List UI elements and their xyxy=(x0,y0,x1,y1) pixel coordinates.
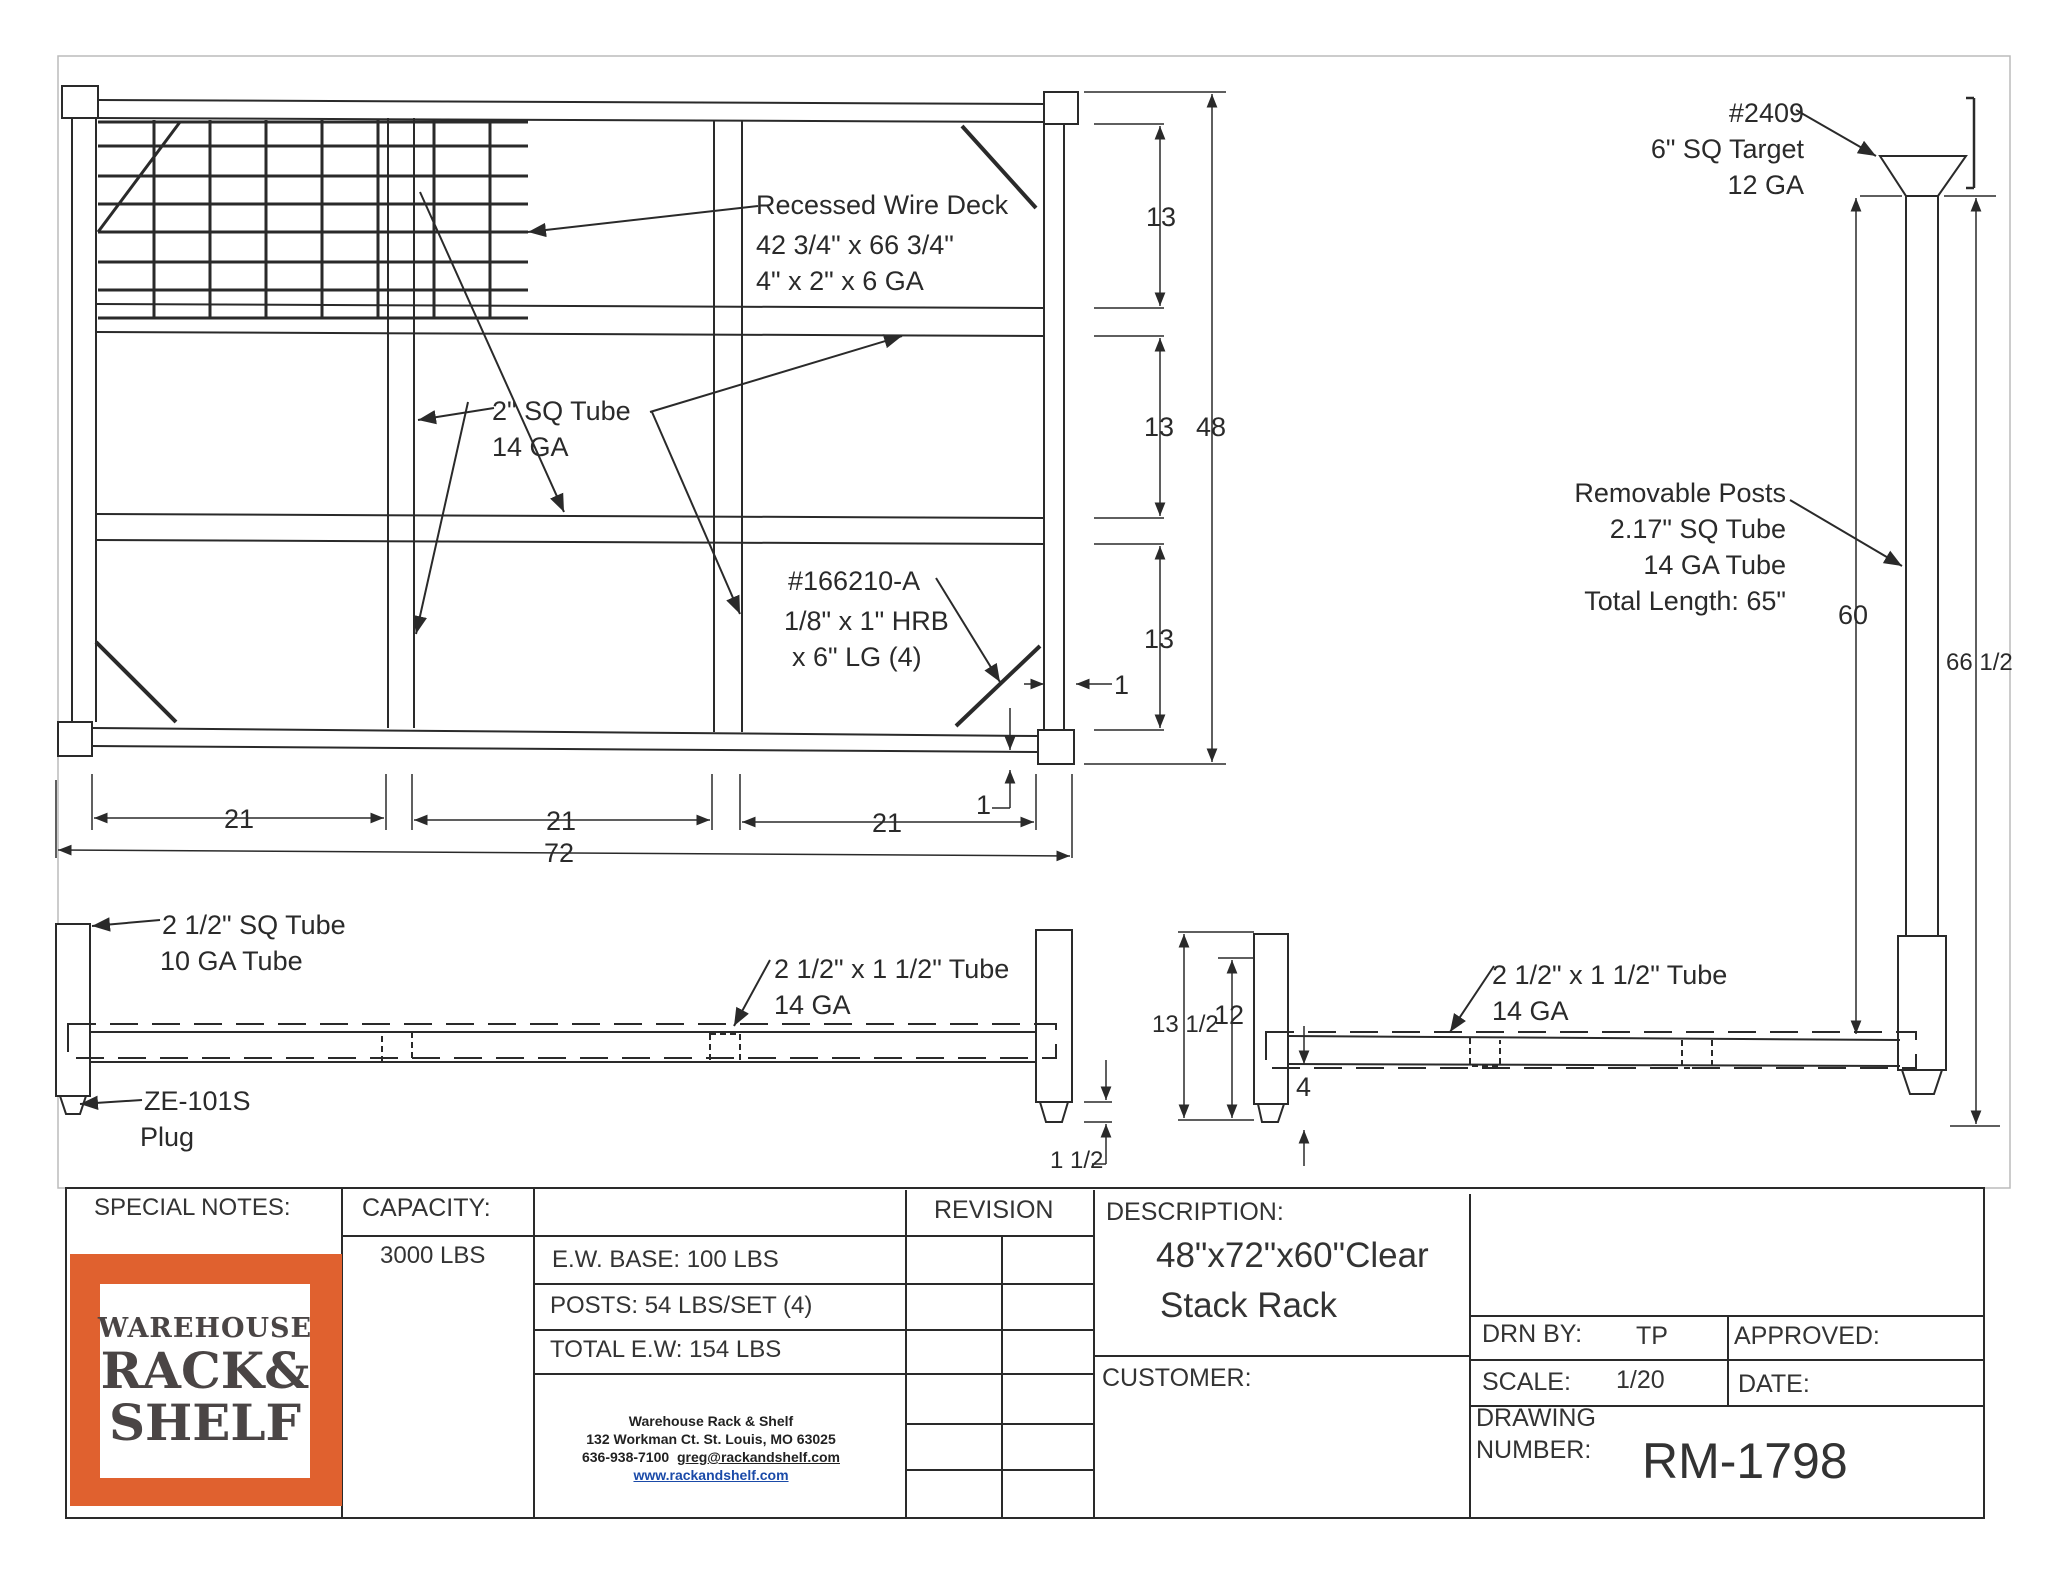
logo-line-1: WAREHOUSE xyxy=(97,1312,313,1344)
hrb-length: x 6" LG (4) xyxy=(792,642,922,672)
base-front-view xyxy=(55,917,1112,1165)
base-side-view xyxy=(1178,931,1917,1166)
drawn-by-value: TP xyxy=(1636,1322,1668,1350)
special-notes-label: SPECIAL NOTES: xyxy=(94,1194,291,1221)
dim-13-half: 13 1/2 xyxy=(1152,1011,1219,1038)
approved-label: APPROVED: xyxy=(1734,1322,1880,1350)
plug-part-number: ZE-101S xyxy=(144,1086,251,1116)
scale-label: SCALE: xyxy=(1482,1368,1571,1396)
dim-13-top: 13 xyxy=(1146,202,1177,232)
target-gauge: 12 GA xyxy=(1727,170,1804,200)
leg-tube-size: 2 1/2" SQ Tube xyxy=(162,910,346,940)
target-part-number: #2409 xyxy=(1728,98,1804,128)
dim-72: 72 xyxy=(544,838,575,868)
capacity-value: 3000 LBS xyxy=(380,1242,486,1269)
base-tube-gauge: 14 GA xyxy=(774,990,851,1020)
description-label: DESCRIPTION: xyxy=(1106,1198,1284,1226)
wire-deck-title: Recessed Wire Deck xyxy=(756,190,1009,220)
total-ew: TOTAL E.W: 154 LBS xyxy=(550,1336,782,1363)
logo-line-2: RACK& xyxy=(100,1340,310,1400)
tube-size-label: 2" SQ Tube xyxy=(492,396,631,426)
scale-value: 1/20 xyxy=(1616,1366,1665,1394)
hrb-part-number: #166210-A xyxy=(788,566,921,596)
company-phone: 636-938-7100 xyxy=(581,1449,670,1465)
company-logo: WAREHOUSE RACK& SHELF xyxy=(70,1254,342,1506)
dim-4: 4 xyxy=(1296,1072,1312,1102)
hrb-size: 1/8" x 1" HRB xyxy=(784,606,949,636)
dim-13-middle: 13 xyxy=(1144,412,1175,442)
top-view-frame xyxy=(57,85,1079,765)
capacity-label: CAPACITY: xyxy=(362,1194,491,1222)
dim-21-center: 21 xyxy=(546,806,577,836)
dim-1-bottom: 1 xyxy=(976,790,992,820)
plug-name: Plug xyxy=(140,1122,195,1152)
company-phone-email: 636-938-7100 greg@rackandshelf.com xyxy=(535,1448,887,1466)
post-side-view xyxy=(1789,96,2000,1127)
leg-tube-gauge: 10 GA Tube xyxy=(160,946,303,976)
posts-length: Total Length: 65" xyxy=(1584,586,1786,616)
wire-deck-mesh: 4" x 2" x 6 GA xyxy=(756,266,924,296)
company-website[interactable]: www.rackandshelf.com xyxy=(633,1467,789,1483)
dim-48: 48 xyxy=(1196,412,1227,442)
posts-title: Removable Posts xyxy=(1574,478,1786,508)
date-label: DATE: xyxy=(1738,1370,1810,1398)
posts-gauge: 14 GA Tube xyxy=(1643,550,1786,580)
target-size: 6" SQ Target xyxy=(1650,134,1804,164)
tube-gauge-label: 14 GA xyxy=(492,432,569,462)
drawn-by-label: DRN BY: xyxy=(1482,1320,1583,1348)
dim-66-half: 66 1/2 xyxy=(1946,649,2013,676)
dim-21-right: 21 xyxy=(872,808,903,838)
company-name: Warehouse Rack & Shelf xyxy=(628,1413,794,1429)
company-address: 132 Workman Ct. St. Louis, MO 63025 xyxy=(586,1431,836,1447)
logo-line-3: SHELF xyxy=(108,1392,302,1452)
dim-1-side: 1 xyxy=(1114,670,1130,700)
dim-21-left: 21 xyxy=(224,804,255,834)
wire-deck-size: 42 3/4" x 66 3/4" xyxy=(756,230,954,260)
side-tube-size: 2 1/2" x 1 1/2" Tube xyxy=(1492,960,1728,990)
drawing-number-label-2: NUMBER: xyxy=(1476,1436,1592,1464)
posts-tube: 2.17" SQ Tube xyxy=(1609,514,1786,544)
revision-label: REVISION xyxy=(934,1196,1054,1224)
customer-label: CUSTOMER: xyxy=(1102,1364,1252,1392)
dim-60: 60 xyxy=(1838,600,1869,630)
description-line1: 48"x72"x60"Clear xyxy=(1156,1236,1429,1275)
description-line2: Stack Rack xyxy=(1160,1286,1337,1325)
dim-1-half: 1 1/2 xyxy=(1050,1147,1104,1174)
company-email[interactable]: greg@rackandshelf.com xyxy=(676,1449,840,1465)
drawing-number: RM-1798 xyxy=(1642,1433,1848,1489)
base-tube-size: 2 1/2" x 1 1/2" Tube xyxy=(774,954,1010,984)
ew-base: E.W. BASE: 100 LBS xyxy=(552,1246,779,1273)
side-tube-gauge: 14 GA xyxy=(1492,996,1569,1026)
posts-weight: POSTS: 54 LBS/SET (4) xyxy=(550,1292,813,1319)
dim-13-bottom: 13 xyxy=(1144,624,1175,654)
title-block-grid xyxy=(65,1187,1985,1519)
company-contact: Warehouse Rack & Shelf 132 Workman Ct. S… xyxy=(535,1412,887,1484)
drawing-number-label-1: DRAWING xyxy=(1476,1404,1596,1432)
dim-12: 12 xyxy=(1214,1000,1245,1030)
